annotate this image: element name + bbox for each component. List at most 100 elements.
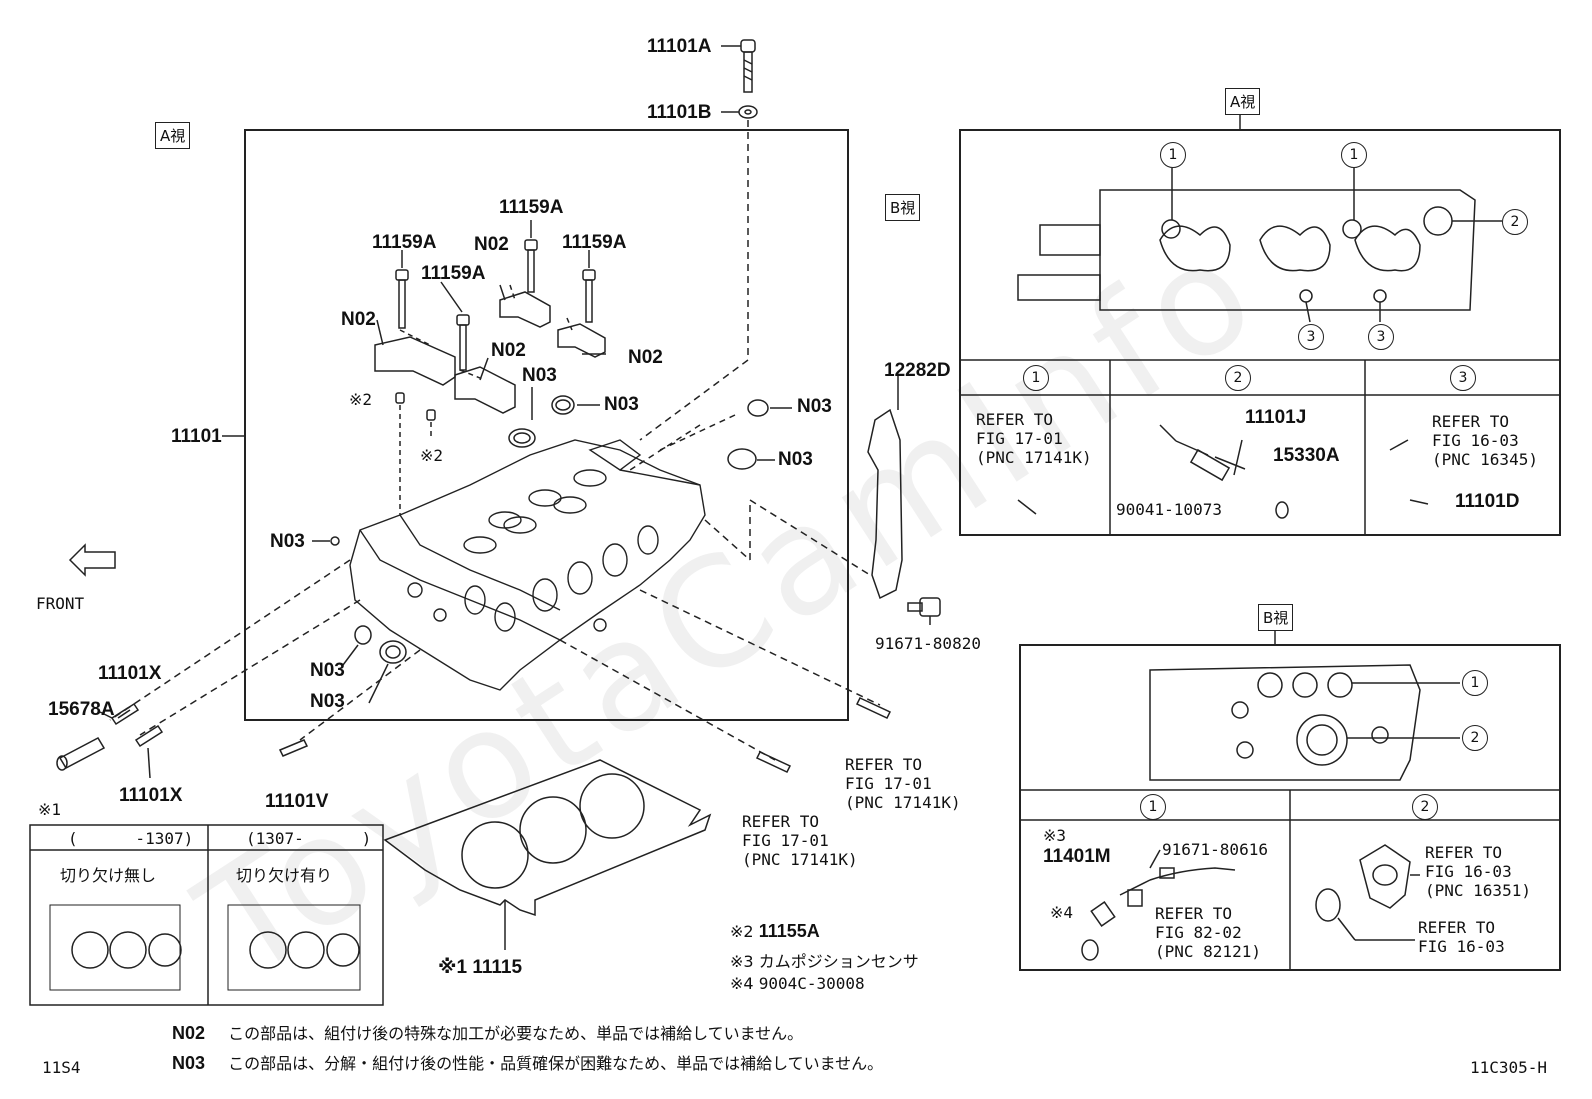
view-a-part-11101D: 11101D bbox=[1455, 491, 1520, 512]
projection-lines bbox=[109, 499, 881, 761]
view-a-part-11101J: 11101J bbox=[1245, 407, 1307, 428]
label-12282D: 12282D bbox=[884, 360, 951, 381]
label-11159A-2: 11159A bbox=[421, 263, 486, 284]
label-N03-4: N03 bbox=[778, 449, 813, 470]
label-11101B: 11101B bbox=[647, 102, 712, 123]
view-b-cell2a-line3: (PNC 16351) bbox=[1425, 881, 1531, 901]
view-a-marker-3b: 3 bbox=[1368, 324, 1394, 350]
view-b-cell1-line1: REFER TO bbox=[1155, 904, 1233, 923]
label-11101: 11101 bbox=[171, 426, 222, 447]
bolt-11101A bbox=[639, 39, 758, 441]
note-star4: ※4 9004C-30008 bbox=[730, 974, 865, 993]
note-star3-mark: ※3 bbox=[730, 952, 754, 971]
label-11101X-1: 11101X bbox=[98, 663, 162, 684]
view-b-header-tag: B視 bbox=[1258, 604, 1294, 631]
note-star2-text: 11155A bbox=[758, 921, 820, 941]
label-N03-7: N03 bbox=[310, 691, 345, 712]
label-11101X-2: 11101X bbox=[119, 785, 183, 806]
footnote-N02-text: この部品は、組付け後の特殊な加工が必要なため、単品では補給していません。 bbox=[228, 1024, 804, 1043]
view-b-cell2-refer-a: REFER TO FIG 16-03 (PNC 16351) bbox=[1425, 843, 1531, 901]
view-b-cell2-refer-b: REFER TO FIG 16-03 bbox=[1418, 918, 1505, 956]
view-a-cell3-line2: FIG 16-03 bbox=[1432, 431, 1519, 451]
bracket-12282D bbox=[867, 375, 941, 625]
view-a-cell1-line1: REFER TO bbox=[976, 410, 1054, 429]
studs bbox=[56, 697, 892, 779]
view-b-cell1-line2: FIG 82-02 bbox=[1155, 923, 1242, 943]
view-b-cell1-refer: REFER TO FIG 82-02 (PNC 82121) bbox=[1155, 904, 1261, 962]
view-b-part-11401M: 11401M bbox=[1043, 846, 1111, 867]
a-view-tag: A視 bbox=[155, 122, 191, 149]
view-b-cell2-num: 2 bbox=[1412, 794, 1438, 820]
refer-a: REFER TO FIG 17-01 (PNC 17141K) bbox=[845, 755, 961, 813]
view-a-cell3-line1: REFER TO bbox=[1432, 412, 1510, 431]
label-91671-80820: 91671-80820 bbox=[875, 634, 981, 653]
view-b-cell2b-line2: FIG 16-03 bbox=[1418, 937, 1505, 957]
cam-caps-N02 bbox=[374, 284, 606, 414]
gasket-col2-header: (1307- ) bbox=[246, 829, 372, 848]
label-11159A-1: 11159A bbox=[372, 232, 437, 253]
label-N03-6: N03 bbox=[310, 660, 345, 681]
view-a-marker-3a: 3 bbox=[1298, 324, 1324, 350]
note-star2-mark: ※2 bbox=[730, 922, 754, 941]
gasket-table-marker: ※1 bbox=[38, 800, 62, 819]
refer-a-line2: FIG 17-01 bbox=[845, 774, 932, 794]
view-a-cell3-line3: (PNC 16345) bbox=[1432, 450, 1538, 470]
front-label: FRONT bbox=[36, 594, 85, 613]
view-a-marker-1b: 1 bbox=[1341, 142, 1367, 168]
view-a-cell1-num: 1 bbox=[1023, 365, 1049, 391]
view-a-box bbox=[959, 115, 1561, 536]
note-star3: ※3 カムポジションセンサ bbox=[730, 948, 919, 972]
refer-b-line3: (PNC 17141K) bbox=[742, 850, 858, 870]
footnote-N02-code: N02 bbox=[172, 1023, 206, 1043]
view-b-part-91671-80616: 91671-80616 bbox=[1162, 840, 1268, 859]
view-a-cell3-refer: REFER TO FIG 16-03 (PNC 16345) bbox=[1432, 412, 1538, 470]
view-a-cell2-num: 2 bbox=[1225, 365, 1251, 391]
footnote-N03-code: N03 bbox=[172, 1053, 206, 1073]
view-a-part-90041-10073: 90041-10073 bbox=[1116, 500, 1222, 519]
front-arrow bbox=[68, 543, 116, 577]
label-N02-4: N02 bbox=[628, 347, 663, 368]
gasket-table-lines bbox=[29, 824, 384, 1006]
label-N03-1: N03 bbox=[522, 365, 557, 386]
cylinder-head bbox=[349, 439, 706, 691]
bolts-11159A bbox=[395, 220, 596, 371]
corner-left-code: 11S4 bbox=[42, 1058, 81, 1077]
note-star4-text: 9004C-30008 bbox=[758, 974, 865, 993]
refer-b-line2: FIG 17-01 bbox=[742, 831, 829, 851]
note-star2: ※2 11155A bbox=[730, 921, 820, 942]
view-b-cell1-line3: (PNC 82121) bbox=[1155, 942, 1261, 962]
view-a-cell1-line2: FIG 17-01 bbox=[976, 429, 1063, 449]
label-star2-a: ※2 bbox=[349, 390, 373, 409]
refer-a-line3: (PNC 17141K) bbox=[845, 793, 961, 813]
head-gasket bbox=[383, 759, 712, 950]
refer-a-line1: REFER TO bbox=[845, 755, 923, 774]
view-a-header-tag: A視 bbox=[1225, 88, 1261, 115]
view-b-cell2a-line1: REFER TO bbox=[1425, 843, 1503, 862]
label-11101V: 11101V bbox=[265, 791, 329, 812]
note-star4-mark: ※4 bbox=[730, 974, 754, 993]
label-11101A: 11101A bbox=[647, 36, 712, 57]
view-b-cell2b-line1: REFER TO bbox=[1418, 918, 1496, 937]
label-11159A-3: 11159A bbox=[499, 197, 564, 218]
view-b-box bbox=[1019, 630, 1561, 971]
view-a-cell1-line3: (PNC 17141K) bbox=[976, 448, 1092, 468]
gasket-col1-header: ( -1307) bbox=[68, 829, 194, 848]
refer-b-line1: REFER TO bbox=[742, 812, 820, 831]
view-b-marker-2: 2 bbox=[1462, 725, 1488, 751]
refer-b: REFER TO FIG 17-01 (PNC 17141K) bbox=[742, 812, 858, 870]
view-a-cell1-refer: REFER TO FIG 17-01 (PNC 17141K) bbox=[976, 410, 1092, 468]
view-b-cell2a-line2: FIG 16-03 bbox=[1425, 862, 1512, 882]
footnote-N03: N03 この部品は、分解・組付け後の性能・品質確保が困難なため、単品では補給して… bbox=[172, 1050, 883, 1074]
view-b-star3: ※3 bbox=[1043, 826, 1067, 845]
view-b-marker-1: 1 bbox=[1462, 670, 1488, 696]
view-a-marker-2: 2 bbox=[1502, 209, 1528, 235]
b-view-tag: B視 bbox=[885, 194, 921, 221]
label-N03-5: N03 bbox=[270, 531, 305, 552]
gasket-col1-text: 切り欠け無し bbox=[60, 866, 157, 885]
view-b-cell1-num: 1 bbox=[1140, 794, 1166, 820]
label-N03-3: N03 bbox=[797, 396, 832, 417]
gasket-col2-text: 切り欠け有り bbox=[236, 866, 333, 885]
label-11115: ※1 11115 bbox=[438, 957, 523, 978]
corner-right-code: 11C305-H bbox=[1470, 1058, 1548, 1077]
